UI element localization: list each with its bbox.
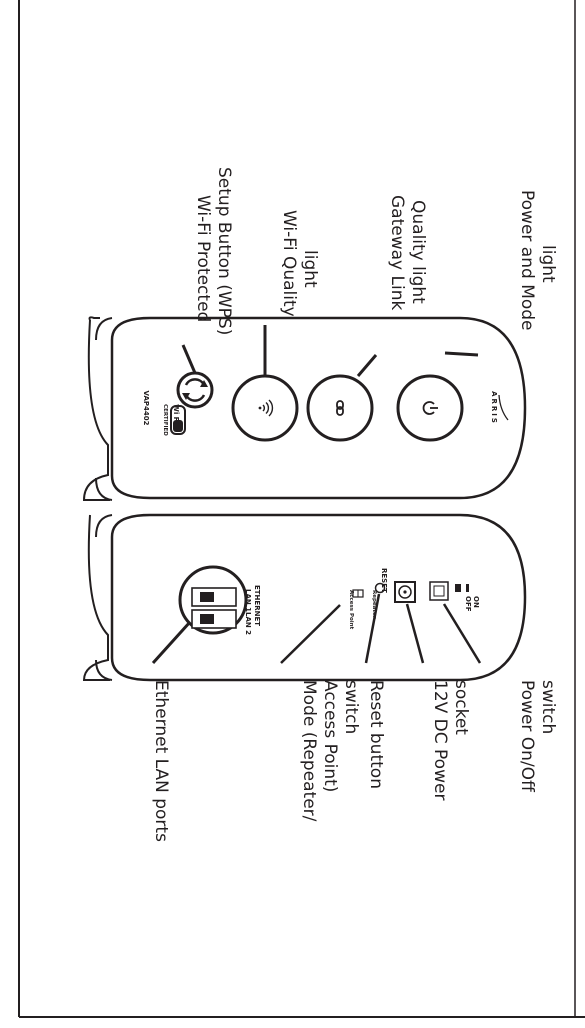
mode-switch-callout-line [280, 604, 341, 664]
reset-button-label: Reset button [366, 680, 386, 789]
mode-repeater-text: Repeater [371, 590, 377, 619]
switch-off-text: OFF [464, 596, 472, 612]
wifi-certified-logo: Wi Fi CERTIFIED [162, 404, 186, 436]
ethernet-callout-line [151, 620, 192, 665]
lan1-port [191, 587, 237, 607]
lan2-port [191, 609, 237, 629]
reset-hole [374, 582, 386, 594]
reset-text: RESET [380, 568, 388, 593]
wifi-quality-label: Wi-Fi Quality light [279, 210, 320, 322]
lan2-label: LAN 2 [244, 612, 252, 635]
wifi-certified-text: CERTIFIED [162, 404, 168, 436]
dc-socket-label: 12V DC Power socket [430, 680, 471, 806]
mode-ap-text: Access Point [348, 590, 354, 630]
gateway-callout-line [356, 354, 378, 377]
dc-socket-callout-line [405, 603, 425, 664]
switch-on-text: ON [472, 596, 480, 608]
model-number: VAP4402 [142, 391, 150, 426]
lan1-label: LAN 1 [244, 589, 252, 612]
power-switch-label: Power On/Off switch [517, 680, 558, 797]
front-device: Wi Fi CERTIFIED VAP4402 ARRIS [82, 316, 527, 501]
power-mode-callout-line [444, 351, 479, 357]
brand-logo-text: ARRIS [490, 391, 498, 425]
reset-callout-line [364, 593, 381, 664]
wps-callout-line [181, 344, 197, 374]
mode-switch-label: Mode (Repeater/ Access Point) switch [299, 680, 361, 827]
wifi-logo-text: Wi Fi [172, 404, 180, 424]
wifi-signal-icon [258, 399, 274, 417]
power-icon [422, 401, 438, 415]
gateway-link-label: Gateway Link Quality light [387, 195, 428, 316]
power-switch-callout-line [442, 603, 482, 664]
ethernet-heading: ETHERNET [253, 585, 261, 626]
link-icon [336, 400, 344, 416]
wps-button-icon [176, 371, 214, 409]
arris-swoosh-icon [498, 394, 509, 421]
back-device: ON OFF RESET Repeater Access Point ETHER… [82, 513, 527, 682]
ethernet-ports-label: Ethernet LAN ports [151, 680, 171, 842]
power-mode-label: Power and Mode light [517, 190, 558, 336]
wps-label: Wi-Fi Protected Setup Button (WPS) [193, 167, 234, 335]
